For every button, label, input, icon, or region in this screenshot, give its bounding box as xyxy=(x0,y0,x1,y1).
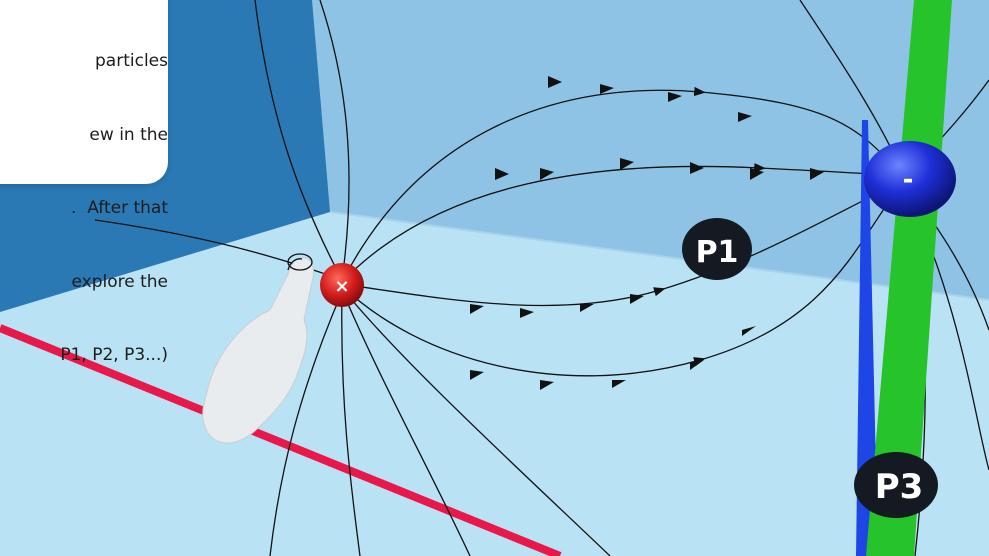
positive-charge-label: × xyxy=(334,276,349,297)
field-arrowheads xyxy=(470,76,824,390)
negative-charge[interactable]: - xyxy=(864,141,956,217)
instructions-line-2: ew in the xyxy=(89,124,168,145)
instructions-line-4: explore the xyxy=(71,271,168,292)
probe-p3[interactable]: P3 xyxy=(854,452,938,518)
instructions-text: particles ew in the . After that explore… xyxy=(8,0,168,417)
instructions-panel: particles ew in the . After that explore… xyxy=(0,0,168,365)
z-axis xyxy=(856,120,878,556)
probe-p3-label: P3 xyxy=(875,467,924,507)
instructions-line-5: P1, P2, P3...) xyxy=(60,345,168,365)
pointing-hand-icon xyxy=(202,253,314,444)
x-axis xyxy=(0,324,562,556)
instructions-line-1: particles xyxy=(95,51,168,71)
negative-charge-label: - xyxy=(903,165,914,195)
y-axis xyxy=(866,0,952,556)
probe-p1[interactable]: P1 xyxy=(682,218,752,280)
floor xyxy=(0,212,989,556)
positive-charge[interactable]: × xyxy=(320,263,364,307)
probe-p1-label: P1 xyxy=(696,235,739,270)
instructions-line-3: . After that xyxy=(71,198,168,218)
